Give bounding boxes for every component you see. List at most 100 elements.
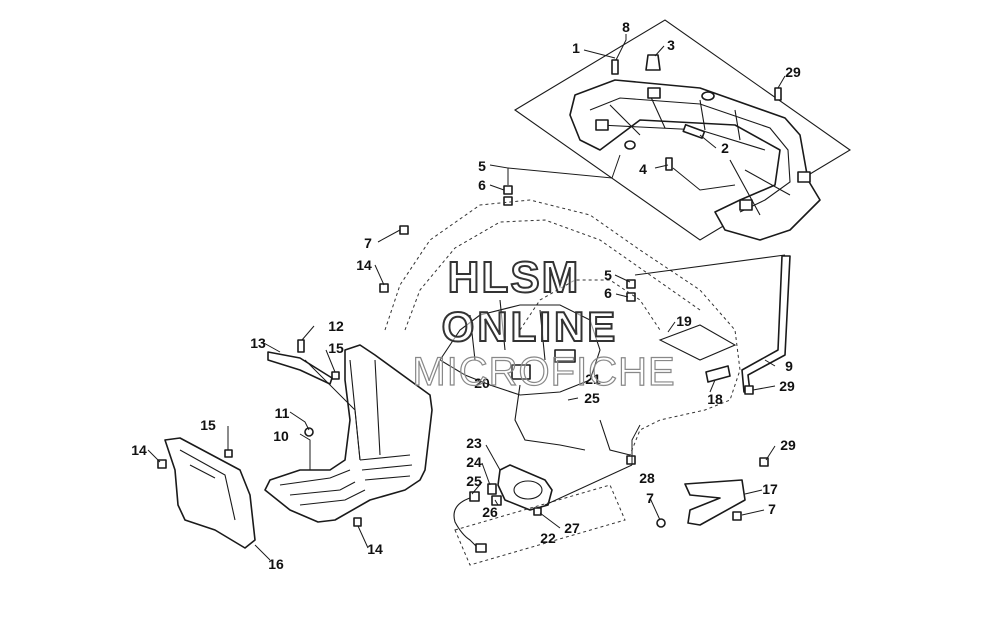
rack-plane-outline: [513, 19, 852, 241]
fender-right-edge: [599, 419, 631, 456]
fender-outline-dashed: [384, 199, 741, 456]
callout-22: 22: [540, 530, 556, 546]
rack-clip-2: [647, 87, 661, 99]
footrest-13: [267, 351, 333, 385]
leader-18: [709, 379, 716, 393]
leader-6r: [615, 293, 629, 298]
callout-14-board: 14: [367, 541, 383, 557]
callout-17: 17: [762, 481, 778, 497]
tail-light-assembly: [453, 464, 626, 566]
fender-center-panel: [439, 304, 601, 396]
callout-8: 8: [622, 19, 630, 35]
fastener-15-lower: [224, 449, 233, 458]
leader-14c: [357, 525, 369, 549]
footwell-treads: [279, 469, 366, 506]
callout-1: 1: [572, 40, 580, 56]
fastener-15-upper: [331, 371, 340, 380]
footwell-assembly: [264, 344, 433, 523]
callout-29-tube: 29: [779, 378, 795, 394]
socket-25b: [491, 495, 502, 506]
tail-light-housing-23: [497, 464, 553, 511]
callout-6: 6: [478, 177, 486, 193]
rack-frame-outer: [569, 79, 821, 241]
rack-clip-4: [797, 171, 811, 183]
callout-20: 20: [474, 375, 490, 391]
fender-brace-17: [684, 479, 746, 526]
callout-13: 13: [250, 335, 266, 351]
callout-28: 28: [639, 470, 655, 486]
connector: [475, 543, 487, 553]
leader-9: [764, 359, 776, 367]
callout-15: 15: [328, 340, 344, 356]
screw-22: [533, 507, 542, 516]
leader-7c: [741, 509, 765, 516]
leader-12b: [304, 359, 361, 461]
callout-11: 11: [275, 405, 290, 421]
rack-foot: [624, 140, 636, 150]
callout-25: 25: [466, 473, 482, 489]
leader-10: [299, 433, 311, 470]
rear-fender-body: [384, 199, 741, 456]
leader-4: [654, 164, 669, 169]
washer-11: [304, 427, 314, 437]
rack-clip-1: [595, 119, 609, 131]
leader-28: [631, 424, 641, 465]
fender-left-side: [514, 384, 586, 451]
fastener-14-board: [353, 517, 362, 527]
callout-21: 21: [585, 371, 601, 387]
callout-14: 14: [356, 257, 372, 273]
callout-16: 16: [268, 556, 284, 572]
reflector-18: [705, 365, 731, 383]
leader-17: [744, 489, 763, 495]
callout-10: 10: [273, 428, 289, 444]
tail-light-lens: [513, 480, 543, 500]
leader-8: [615, 34, 627, 61]
fastener-7-left: [399, 225, 409, 235]
callout-labels: 1 2 3 4 5 6 7 8 9 10 11 12 13 14 15 16 1…: [131, 19, 801, 572]
callout-5: 5: [478, 158, 486, 174]
leader-13: [261, 341, 281, 353]
bolt-4: [665, 157, 673, 171]
fastener-28: [626, 455, 636, 465]
rear-rack: [513, 19, 852, 241]
callout-14-guard: 14: [131, 442, 147, 458]
nut-6-top: [503, 196, 513, 206]
leader-15a: [325, 349, 336, 373]
callout-26: 26: [482, 504, 498, 520]
leader-25: [471, 481, 483, 495]
leader-7: [377, 229, 401, 243]
leader-26: [494, 499, 499, 506]
wiring-harness: [453, 497, 479, 549]
footwell-treads-2: [359, 454, 413, 481]
callout-5-right: 5: [604, 267, 612, 283]
socket-25: [469, 491, 480, 502]
leader-5r-b: [634, 254, 786, 276]
fastener-29-bracket: [759, 457, 769, 467]
callout-18: 18: [707, 391, 723, 407]
leader-5r: [614, 274, 631, 283]
bracket-20: [511, 364, 531, 380]
callout-4: 4: [639, 161, 647, 177]
leader-12: [301, 325, 315, 341]
leader-lines: [147, 34, 786, 561]
bolt-29-top: [774, 87, 782, 101]
leader-5b: [507, 154, 621, 179]
rack-bracket-2: [682, 123, 706, 139]
callout-6-right: 6: [604, 285, 612, 301]
leader-27: [539, 512, 561, 529]
leader-25-upper: [567, 397, 579, 401]
callout-19: 19: [676, 313, 692, 329]
callout-2: 2: [721, 140, 729, 156]
splash-guard-ribs: [179, 449, 236, 521]
callout-24: 24: [466, 454, 482, 470]
bulb-24: [487, 483, 497, 495]
leader-23: [485, 444, 501, 471]
splash-guard-16: [164, 437, 256, 549]
leader-14: [374, 264, 385, 286]
callout-7: 7: [364, 235, 372, 251]
fastener-12: [297, 339, 305, 353]
leader-29b: [752, 385, 776, 391]
leader-5: [489, 164, 509, 185]
leader-14b: [147, 449, 161, 463]
